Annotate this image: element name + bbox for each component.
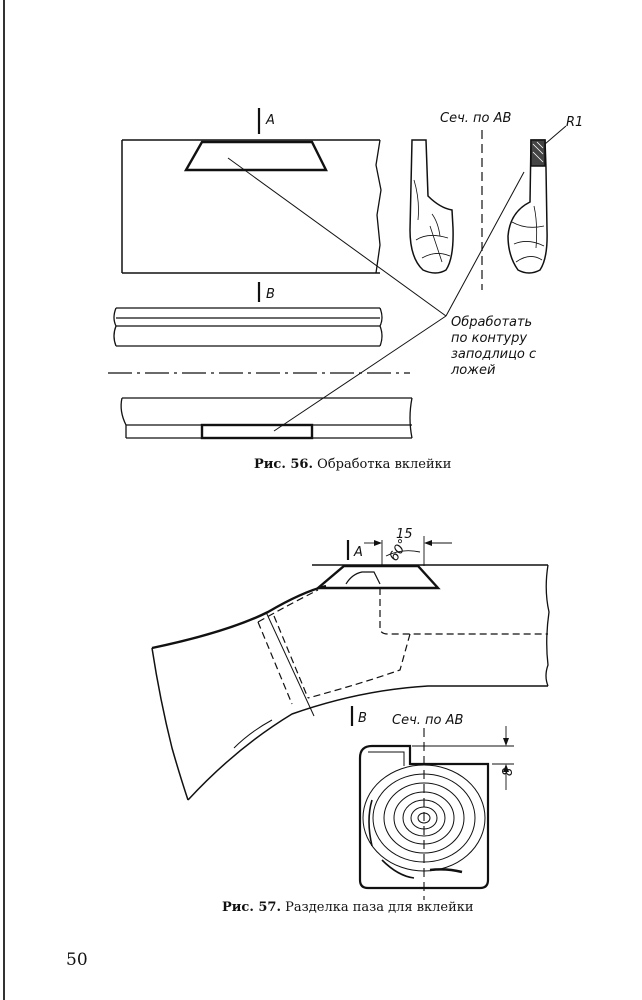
fig57-caption-prefix: Рис. 57.: [222, 900, 282, 915]
fig57-dimension-8: 8: [412, 726, 516, 790]
fig57-label-b: В: [358, 711, 367, 726]
fig57-dim-8: 8: [501, 768, 516, 776]
fig56-top-block: [121, 139, 382, 274]
fig57-caption: Рис. 57. Разделка паза для вклейки: [222, 900, 474, 915]
fig56-radius-label: R1: [566, 115, 583, 130]
fig56-caption-text: Обработка вклейки: [317, 457, 452, 472]
fig56-section-mark-b: В: [257, 282, 275, 302]
fig56-note-line-2: по контуру: [451, 331, 527, 346]
fig56-section-right-profile: [507, 139, 548, 274]
fig56-side-view: [113, 307, 383, 347]
page-margin-line: [3, 0, 5, 1000]
fig57-label-a: А: [353, 545, 363, 560]
fig56-caption-prefix: Рис. 56.: [254, 457, 314, 472]
fig57-hidden-lines: [257, 588, 548, 717]
fig57-section-label: Сеч. по АВ: [392, 713, 463, 728]
fig56-radius-leader: [544, 125, 567, 145]
fig57-dim-15: 15: [396, 527, 413, 542]
fig56-note-line-3: заподлицо с: [451, 347, 536, 362]
page-number: 50: [66, 950, 88, 970]
fig56-note-line-1: Обработать: [451, 315, 532, 330]
fig56-section-mark-a: А: [257, 108, 275, 134]
fig56-note-line-4: ложей: [450, 363, 495, 378]
fig57-section-mark-b: В: [350, 706, 367, 726]
fig57-groove: [314, 564, 441, 590]
fig57-angle-60: 60°: [385, 537, 421, 564]
fig56-label-b: В: [266, 287, 275, 302]
fig57-dimension-15: 15: [364, 527, 452, 566]
fig56-bottom-view: [120, 397, 413, 440]
fig56-section-left-profile: [409, 139, 454, 274]
fig56-section-label: Сеч. по АВ: [440, 111, 511, 126]
fig57-section-mark-a: А: [346, 540, 363, 560]
fig56-leader-lines: [227, 157, 525, 432]
fig56-label-a: А: [265, 113, 275, 128]
fig57-caption-text: Разделка паза для вклейки: [285, 900, 474, 915]
fig56-caption: Рис. 56. Обработка вклейки: [254, 457, 451, 472]
fig57-stock-outline: [151, 564, 550, 801]
